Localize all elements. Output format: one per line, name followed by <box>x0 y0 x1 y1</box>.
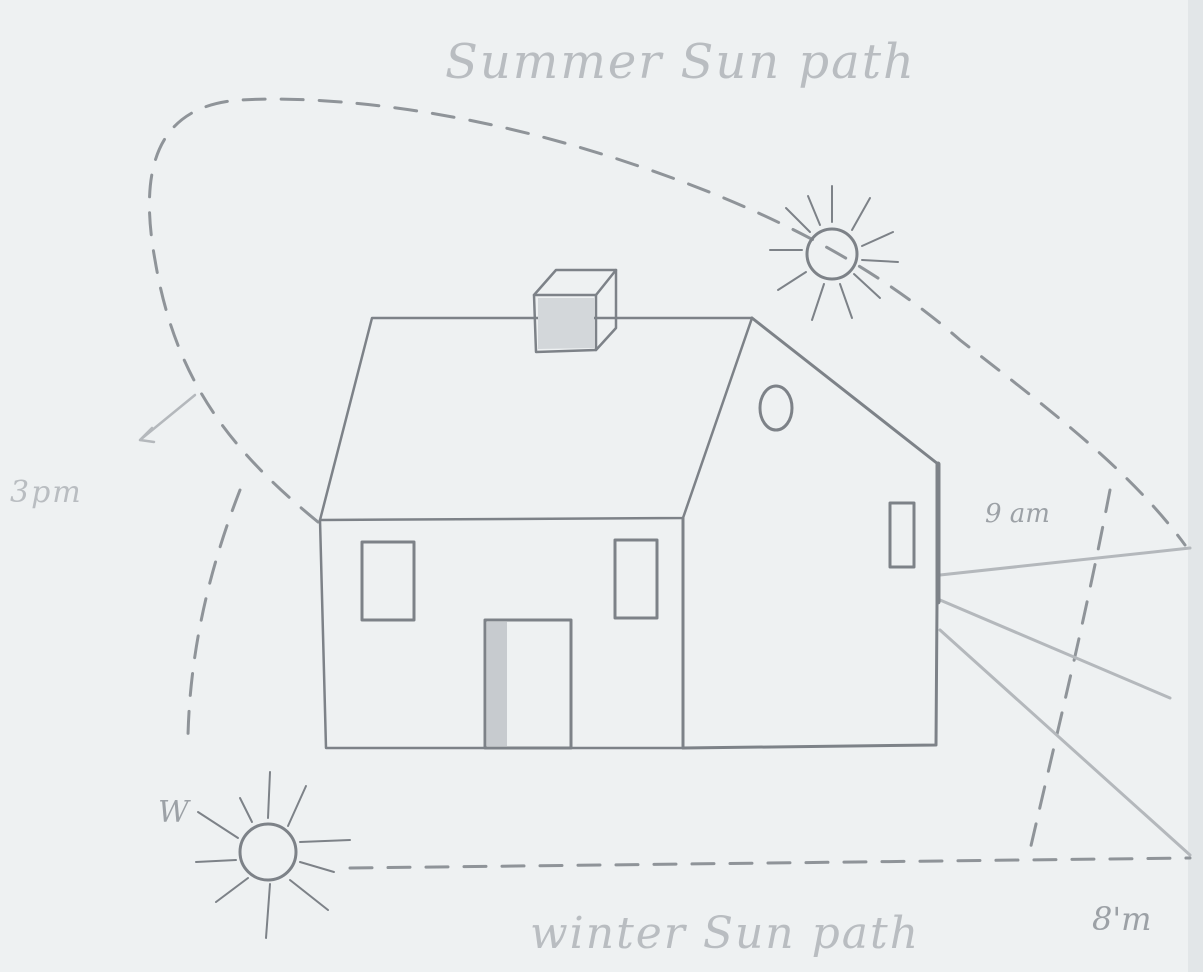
winter-sun-path-label: winter Sun path <box>530 908 920 959</box>
time-8am-label: 8'm <box>1092 900 1152 938</box>
summer-sun-path-label: Summer Sun path <box>445 34 916 90</box>
door-shading <box>487 622 507 746</box>
time-3pm-label: 3pm <box>10 475 83 510</box>
west-label: W <box>158 795 191 830</box>
time-9am-label: 9 am <box>985 499 1050 529</box>
paper-edge-shadow <box>1188 0 1203 972</box>
chimney-shading <box>538 298 594 349</box>
